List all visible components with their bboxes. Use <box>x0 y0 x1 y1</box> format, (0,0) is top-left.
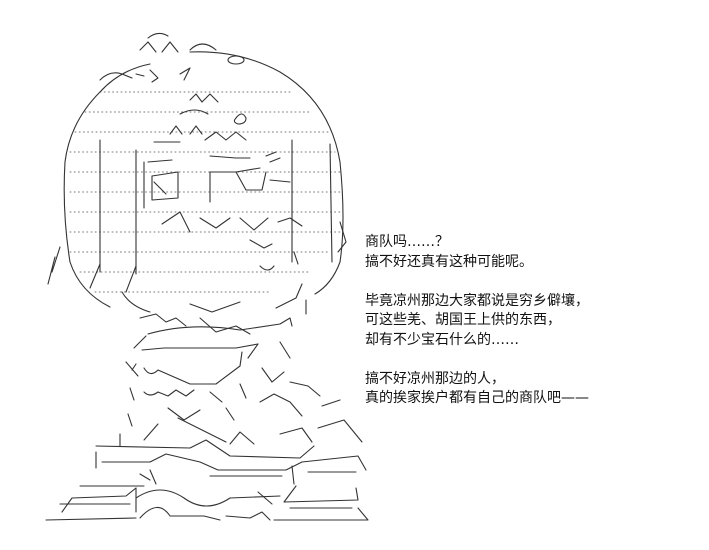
dialogue-blank-line <box>365 350 665 370</box>
dialogue-line-6: 搞不好凉州那边的人， <box>365 370 505 387</box>
dialogue-blank-line <box>365 272 665 292</box>
dialogue-text: 商队吗……？ 搞不好还真有这种可能呢。 毕竟凉州那边大家都说是穷乡僻壤， 可这些… <box>365 233 665 409</box>
face-features <box>161 211 303 271</box>
eye-left <box>143 159 179 209</box>
hair-outline <box>47 51 347 308</box>
dialogue-line-1: 商队吗……？ <box>365 234 449 250</box>
dialogue-line-2: 搞不好还真有这种可能呢。 <box>365 253 533 270</box>
dialogue-line-3: 毕竟凉州那边大家都说是穷乡僻壤， <box>365 292 589 309</box>
collar <box>133 313 293 359</box>
hair-shading <box>69 91 341 293</box>
hair-ornament <box>99 32 245 83</box>
dialogue-line-7: 真的挨家挨户都有自己的商队吧—— <box>365 390 589 406</box>
jaw <box>121 283 307 315</box>
hair-strands <box>89 93 333 293</box>
dialogue-line-4: 可这些羌、胡国王上供的东西， <box>365 312 561 328</box>
dialogue-line-5: 却有不少宝石什么的…… <box>365 331 519 348</box>
skirt <box>45 485 369 521</box>
ascii-art-character <box>40 22 370 527</box>
eye-right <box>209 151 291 203</box>
robe <box>119 351 363 447</box>
character-drawing <box>45 32 369 521</box>
obi-sash <box>79 439 367 487</box>
